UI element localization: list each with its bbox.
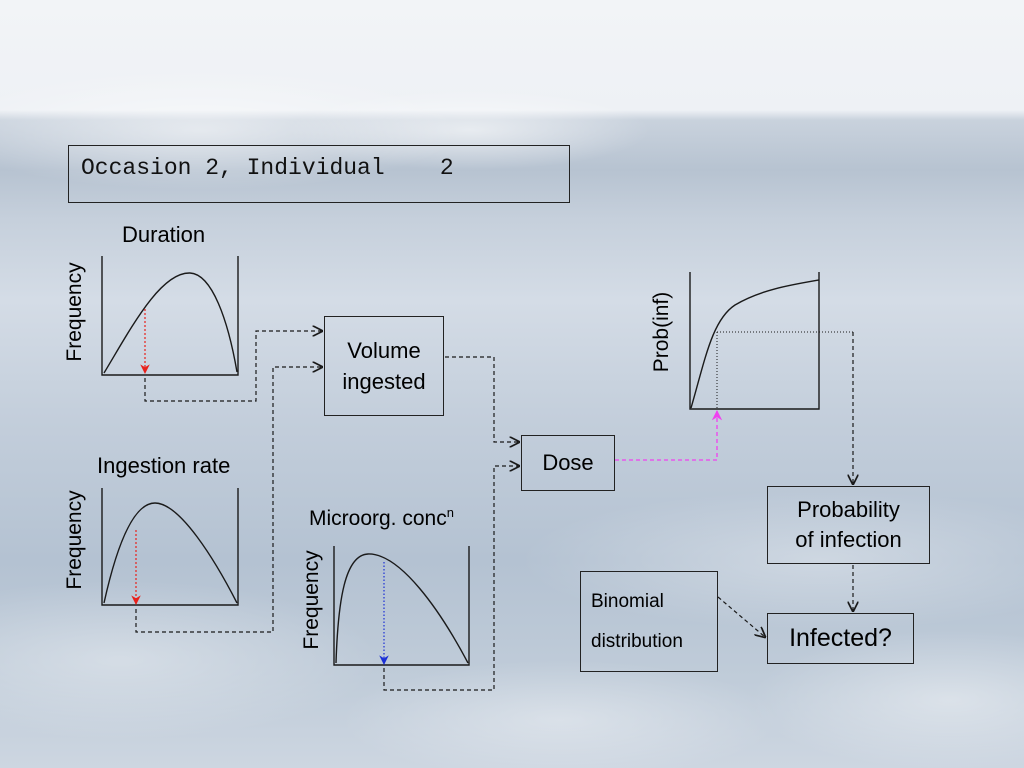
ingestion-rate-axes (101, 488, 239, 606)
binomial-line2: distribution (591, 630, 683, 652)
dose-response-axes (689, 272, 820, 410)
dose-box: Dose (521, 435, 615, 491)
infected-box: Infected? (767, 613, 914, 664)
duration-to-volume-connector (144, 331, 322, 402)
title-label: Occasion 2, Individual (81, 155, 385, 181)
infected-label: Infected? (789, 624, 892, 652)
dose-response-graph (689, 272, 853, 410)
microorg-title-superscript: n (446, 505, 454, 520)
microorg-title-text: Microorg. conc (309, 507, 447, 530)
microorg-to-dose-connector (383, 466, 519, 691)
title-box: Occasion 2, Individual 2 (68, 145, 570, 203)
microorg-curve (335, 553, 469, 664)
duration-axes (101, 256, 239, 376)
binomial-distribution-box: Binomial distribution (580, 571, 718, 672)
title-text: Occasion 2, Individual 2 (81, 155, 454, 181)
probability-line2: of infection (795, 527, 902, 552)
probability-line1: Probability (797, 497, 900, 522)
volume-ingested-line2: ingested (342, 369, 426, 394)
dose-response-curve (690, 279, 820, 409)
volume-ingested-line1: Volume (347, 338, 421, 363)
binomial-line1: Binomial (591, 590, 664, 612)
ingestion-rate-curve (103, 502, 238, 604)
duration-graph (101, 256, 239, 376)
volume-to-dose-connector (445, 356, 519, 442)
duration-curve (103, 272, 238, 374)
microorg-graph-title: Microorg. concn (309, 505, 454, 531)
volume-ingested-box: Volume ingested (324, 316, 444, 416)
ingestion-to-volume-connector (135, 367, 322, 633)
dose-to-curve-connector (615, 409, 723, 461)
microorg-axes (333, 546, 470, 666)
microorg-graph (333, 546, 470, 666)
title-number: 2 (439, 155, 454, 181)
ingestion-rate-graph (101, 488, 239, 606)
duration-graph-title: Duration (122, 222, 206, 247)
ingestion-rate-graph-title: Ingestion rate (97, 453, 231, 478)
binomial-to-infected-connector (717, 596, 765, 637)
probability-of-infection-box: Probability of infection (767, 486, 930, 564)
dose-label: Dose (542, 450, 594, 475)
